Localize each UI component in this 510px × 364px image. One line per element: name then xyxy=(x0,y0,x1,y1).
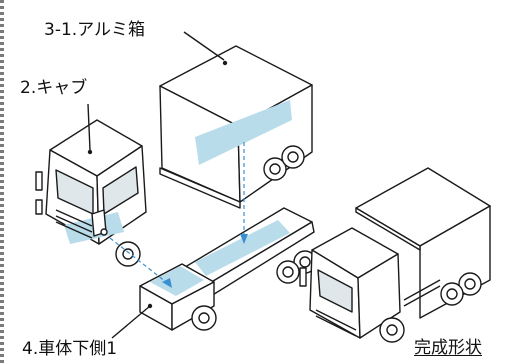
assembly-arrows xyxy=(109,142,248,288)
label-aluminum-box: 3-1.アルミ箱 xyxy=(44,20,145,40)
page-edge-dashed-border xyxy=(0,0,4,364)
cab-exploded xyxy=(35,119,147,267)
chassis-under-body xyxy=(139,207,317,331)
aluminum-box-exploded xyxy=(159,45,313,209)
completed-truck xyxy=(299,167,491,343)
label-completed-shape: 完成形状 xyxy=(414,338,482,358)
leader-lines xyxy=(87,31,225,339)
label-cab: 2.キャブ xyxy=(20,78,88,98)
label-under-body: 4.車体下側1 xyxy=(22,339,118,359)
